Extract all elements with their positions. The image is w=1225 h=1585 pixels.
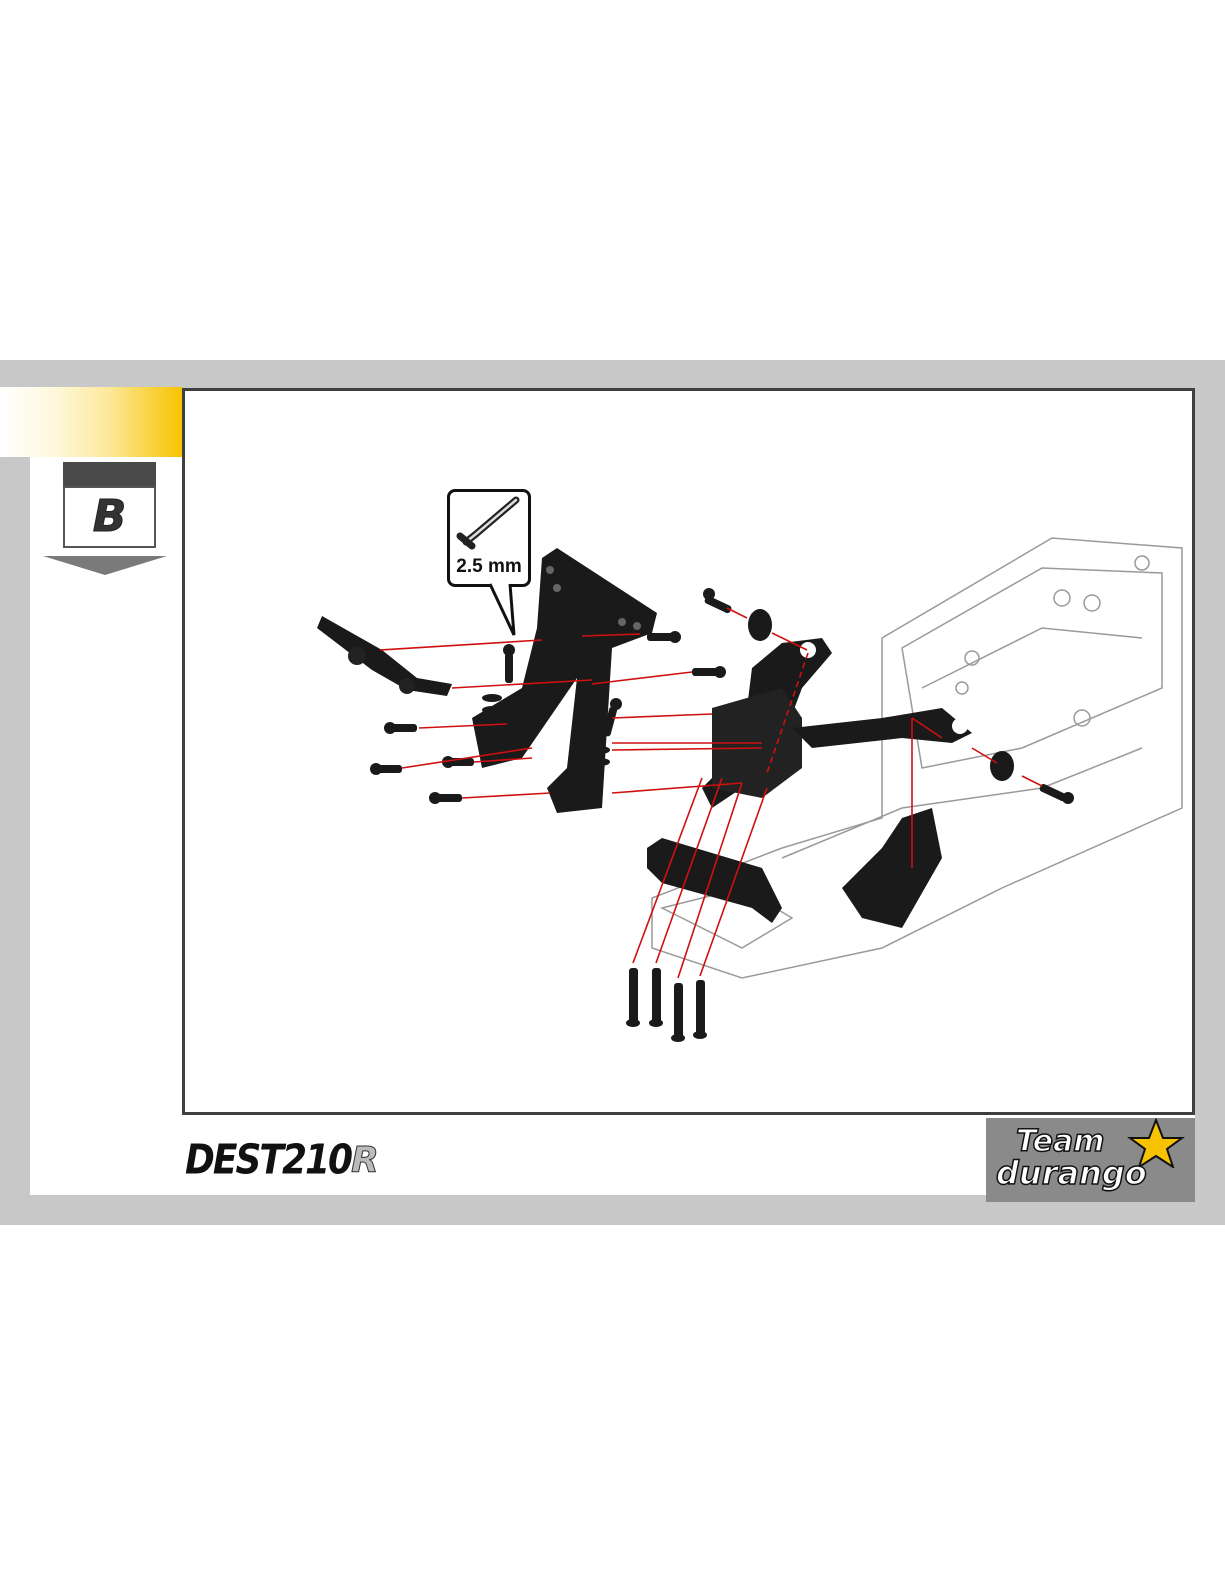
step-label: B bbox=[63, 486, 156, 548]
tool-callout: 2.5 mm bbox=[447, 489, 531, 587]
tool-size-label: 2.5 mm bbox=[450, 556, 528, 578]
ball-stud-icon bbox=[503, 644, 515, 683]
section-tab-accent bbox=[0, 387, 182, 457]
body-mount-washer-right-icon bbox=[990, 751, 1014, 781]
step-down-arrow-icon bbox=[43, 556, 167, 575]
screw-icon bbox=[384, 722, 417, 734]
model-logo: DEST210R bbox=[185, 1140, 379, 1182]
screw-icon bbox=[1039, 783, 1074, 804]
screw-icon bbox=[429, 792, 462, 804]
spacer-icon bbox=[590, 746, 610, 754]
hex-key-icon bbox=[450, 494, 528, 554]
long-screw-icon bbox=[649, 968, 663, 1027]
long-screw-icon bbox=[671, 983, 685, 1042]
body-mount-washer-left-icon bbox=[748, 609, 772, 641]
screw-icon bbox=[370, 763, 402, 775]
long-screw-icon bbox=[693, 980, 707, 1039]
step-indicator-bar bbox=[63, 462, 156, 486]
model-name: DEST210 bbox=[185, 1137, 351, 1184]
screws-group bbox=[370, 588, 1074, 1042]
screw-icon bbox=[692, 666, 726, 678]
spacer-icon bbox=[482, 706, 502, 714]
screw-icon bbox=[647, 631, 681, 643]
shock-mount-pin-part bbox=[317, 616, 452, 696]
spacer-icon bbox=[590, 758, 610, 766]
team-logo: Team durango bbox=[986, 1118, 1195, 1202]
model-suffix: R bbox=[351, 1140, 379, 1181]
step-indicator: B bbox=[63, 462, 156, 552]
long-screw-icon bbox=[626, 968, 640, 1027]
callout-pointer bbox=[488, 583, 528, 643]
front-bulkhead-part bbox=[702, 638, 972, 808]
screw-icon bbox=[703, 588, 732, 614]
exploded-assembly-diagram bbox=[182, 388, 1195, 1115]
team-logo-line2: durango bbox=[996, 1154, 1147, 1192]
spacer-icon bbox=[482, 694, 502, 702]
